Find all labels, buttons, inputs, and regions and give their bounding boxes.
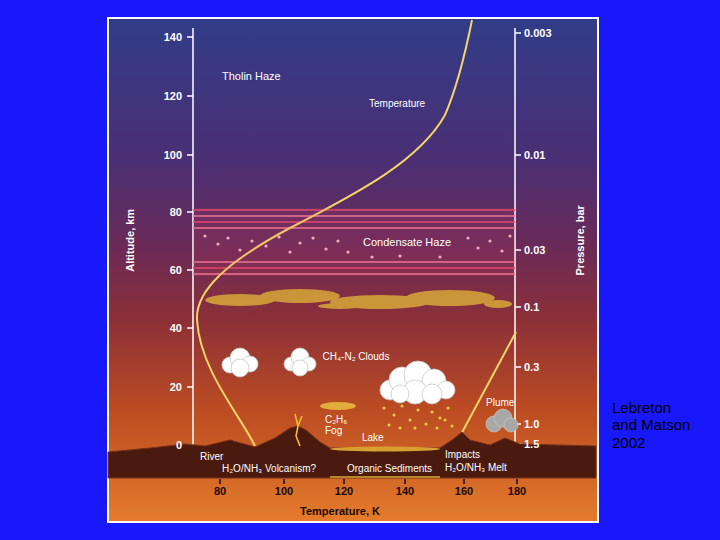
- plume-cloud: [486, 409, 518, 432]
- source-credit: Lebreton and Matson 2002: [612, 399, 698, 451]
- ground: [108, 426, 596, 478]
- volcano: [295, 414, 302, 446]
- plume-cloud-part: [504, 418, 518, 432]
- axes-part: [187, 154, 193, 156]
- tick-number: 80: [170, 206, 182, 219]
- rain-drops-part: [388, 424, 391, 427]
- rain-drops-part: [409, 419, 412, 422]
- bottom-ticks: [220, 479, 517, 484]
- axis-title: Pressure, bar: [574, 205, 587, 275]
- axes-part: [515, 249, 521, 251]
- tick-number: 100: [275, 485, 293, 498]
- rain-drops-part: [444, 419, 447, 422]
- axes-part: [515, 32, 521, 34]
- tick-number: 160: [455, 485, 473, 498]
- melt-name: H₂O/NH₃ Melt: [445, 462, 507, 474]
- axis-title: Altitude, km: [124, 209, 137, 272]
- rain-drops-part: [447, 407, 450, 410]
- tick-number: 0.3: [524, 361, 539, 374]
- rain-drops-part: [431, 411, 434, 414]
- volcano-part: [295, 414, 298, 426]
- rain-drops-part: [425, 423, 428, 426]
- tick-number: 120: [164, 90, 182, 103]
- tick-number: 140: [164, 31, 182, 44]
- river-name: River: [200, 451, 223, 463]
- tick-number: 80: [214, 485, 226, 498]
- lake: [330, 447, 440, 452]
- rain-drops-part: [399, 427, 402, 430]
- axes-part: [187, 327, 193, 329]
- tick-number: 20: [170, 381, 182, 394]
- rain-drops-part: [439, 417, 442, 420]
- ethane-fog: [320, 402, 356, 410]
- wispy-clouds-part: [405, 290, 495, 306]
- volcano-part: [298, 416, 302, 426]
- tick-number: 0.003: [524, 27, 552, 40]
- rain-drops-part: [414, 427, 417, 430]
- haze-name: Tholin Haze: [222, 70, 281, 83]
- haze-band: Condensate Haze: [193, 208, 515, 276]
- cloud-name: CH₄-N₂ Clouds: [323, 351, 390, 363]
- tick-number: 140: [396, 485, 414, 498]
- rain-drops-part: [436, 427, 439, 430]
- methane-clouds-part: [292, 360, 308, 376]
- wispy-clouds-part: [260, 289, 340, 303]
- rain-drops-part: [401, 405, 404, 408]
- volcanism-name: H₂O/NH₃ Volcanism?: [222, 463, 316, 475]
- bottom-ticks-part: [516, 479, 518, 484]
- axes-part: [515, 366, 521, 368]
- axes-part: [187, 36, 193, 38]
- methane-clouds: [222, 348, 455, 404]
- tick-number: 1.0: [524, 418, 539, 431]
- tick-number: 1.5: [524, 438, 539, 451]
- tick-number: 40: [170, 322, 182, 335]
- rain-drops-part: [451, 425, 454, 428]
- bottom-ticks-part: [343, 479, 345, 484]
- axes-part: [515, 154, 521, 156]
- tick-number: 60: [170, 264, 182, 277]
- methane-clouds-part: [391, 385, 409, 403]
- fog-name: C₂H₆ Fog: [325, 414, 359, 437]
- sediment-name: Organic Sediments: [347, 463, 432, 475]
- bottom-ticks-part: [219, 479, 221, 484]
- tick-number: 0: [176, 439, 182, 452]
- plume-name: Plume: [486, 397, 514, 409]
- bottom-ticks-part: [283, 479, 285, 484]
- axes-part: [515, 306, 521, 308]
- tick-number: 100: [164, 149, 182, 162]
- volcano-part: [296, 426, 300, 446]
- axes-part: [187, 386, 193, 388]
- lake-name: Lake: [362, 432, 384, 444]
- methane-clouds-part: [231, 359, 249, 377]
- sediment-layer: [330, 476, 440, 478]
- rain-drops-part: [417, 409, 420, 412]
- tick-number: 180: [508, 485, 526, 498]
- tick-number: 0.03: [524, 244, 545, 257]
- axis-title: Temperature, K: [300, 505, 380, 518]
- methane-clouds-part: [422, 384, 442, 404]
- tick-number: 0.01: [524, 149, 545, 162]
- bottom-ticks-part: [404, 479, 406, 484]
- axes: [187, 28, 521, 446]
- haze-label: Condensate Haze: [363, 236, 451, 249]
- curve-name: Temperature: [369, 98, 425, 110]
- panel: [108, 18, 598, 522]
- wispy-clouds-part: [318, 303, 362, 309]
- axes-part: [187, 95, 193, 97]
- tick-number: 0.1: [524, 301, 539, 314]
- bottom-ticks-part: [463, 479, 465, 484]
- rain-drops: [383, 405, 454, 430]
- rain-drops-part: [393, 414, 396, 417]
- tick-number: 120: [335, 485, 353, 498]
- impact-name: Impacts: [445, 449, 480, 461]
- wispy-clouds-part: [484, 300, 512, 308]
- rain-drops-part: [383, 407, 386, 410]
- wispy-clouds: [205, 289, 512, 309]
